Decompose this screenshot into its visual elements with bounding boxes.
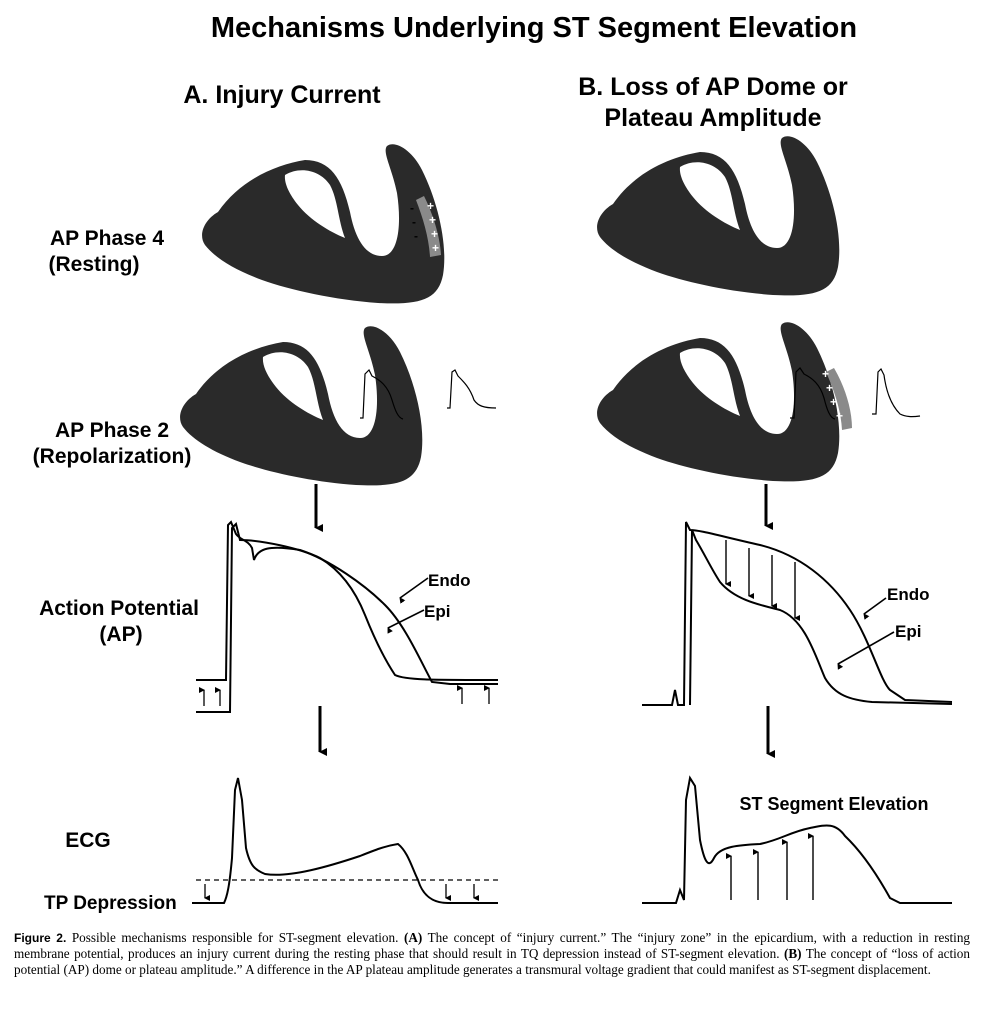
label-phase2-line2: (Repolarization) [33, 445, 192, 468]
plus-sign: + [431, 227, 438, 241]
mini-ap-epi-b [872, 367, 921, 418]
label-epi-b: Epi [895, 622, 921, 641]
mini-ap-endo-a [360, 368, 404, 420]
injury-zone-b [826, 368, 852, 430]
heart-b-phase2 [597, 322, 840, 482]
pointer-arrow-icon [863, 597, 887, 620]
minus-sign: - [414, 229, 418, 243]
plus-sign: + [432, 241, 439, 255]
figure-caption: Figure 2. Possible mechanisms responsibl… [14, 930, 970, 978]
flow-arrows [314, 484, 775, 758]
ap-traces-a [196, 520, 499, 713]
label-phase2-line1: AP Phase 2 [55, 419, 169, 442]
plus-sign: + [822, 367, 829, 381]
plus-sign: + [427, 199, 434, 213]
label-ap-line1: Action Potential [39, 597, 199, 620]
caption-figure-label: Figure 2. [14, 931, 67, 945]
minus-sign: - [843, 365, 847, 379]
figure-title: Mechanisms Underlying ST Segment Elevati… [211, 12, 857, 44]
label-phase4-line1: AP Phase 4 [50, 227, 164, 250]
minus-sign: - [410, 201, 414, 215]
plus-sign: + [830, 395, 837, 409]
ap-traces-b [642, 521, 953, 706]
label-ap-line2: (AP) [99, 623, 142, 646]
caption-intro: Possible mechanisms responsible for ST-s… [66, 930, 404, 945]
minus-sign: - [850, 393, 854, 407]
pointer-arrow-icon [387, 609, 425, 634]
heart-a-phase2 [180, 326, 423, 486]
st-elevation-label: ST Segment Elevation [739, 794, 928, 814]
ap-trace-epi-a [196, 522, 499, 713]
trace-pointers-b [837, 597, 895, 670]
ecg-trace-b [642, 775, 952, 904]
mini-ap-epi-a [447, 369, 497, 409]
caption-a-label: (A) [403, 930, 423, 945]
ap-trace-endo-b [642, 521, 953, 706]
label-epi-a: Epi [424, 602, 450, 621]
label-endo-b: Endo [887, 585, 930, 604]
ap-small-arrows-b [725, 540, 800, 621]
panel-a-title: A. Injury Current [183, 81, 381, 109]
pointer-arrow-icon [837, 631, 895, 670]
ap-trace-epi-b [689, 529, 953, 706]
panel-b-title-line2: Plateau Amplitude [604, 104, 821, 132]
panel-b-title-line1: B. Loss of AP Dome or [578, 73, 848, 101]
label-endo-a: Endo [428, 571, 471, 590]
caption-b-text: The concept of “loss of action potential… [14, 946, 970, 977]
ecg-trace-a [192, 777, 498, 904]
plus-sign: + [826, 381, 833, 395]
label-tp-depression: TP Depression [44, 893, 177, 914]
label-ecg: ECG [65, 829, 111, 852]
charge-signs-b: + + + + - - - [822, 365, 854, 423]
heart-b-phase4 [597, 136, 840, 296]
ap-small-arrows-a [199, 685, 490, 706]
label-phase4-line2: (Resting) [49, 253, 140, 276]
ecg-small-arrows-b [726, 833, 814, 900]
ecg-small-arrows-a [204, 884, 479, 901]
plus-sign: + [836, 409, 843, 423]
mini-ap-endo-b [790, 367, 836, 420]
minus-sign: - [412, 215, 416, 229]
injury-zone-a [416, 196, 441, 257]
ap-trace-endo-a [196, 520, 498, 685]
caption-b-label: (B) [783, 946, 802, 961]
heart-a-phase4 [202, 144, 445, 304]
charge-signs-a: - - - + + + + [410, 199, 439, 255]
pointer-arrow-icon [399, 577, 429, 604]
minus-sign: - [847, 379, 851, 393]
caption-a-text: The concept of “injury current.” The “in… [14, 930, 971, 961]
trace-pointers-a [387, 577, 429, 634]
plus-sign: + [429, 213, 436, 227]
